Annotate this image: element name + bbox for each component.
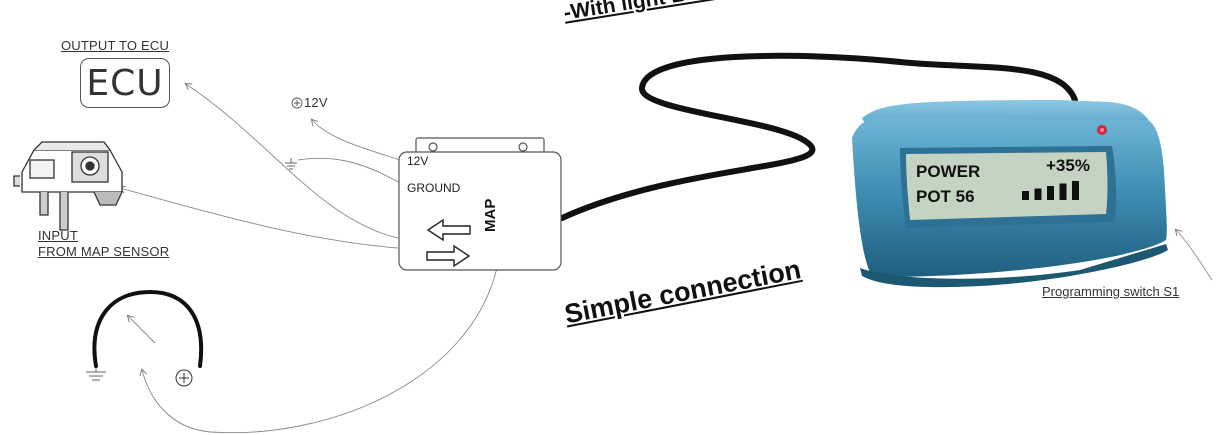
wire-prog-switch (1176, 230, 1213, 281)
lcd-device-foot (860, 244, 1168, 288)
module-label-map: MAP (482, 198, 499, 232)
module-body (398, 151, 562, 271)
arrow-left-icon (426, 218, 471, 242)
wire-map-sensor (120, 188, 399, 249)
lcd-cable (559, 52, 1078, 221)
wire-12v (312, 120, 401, 161)
ground-symbol-top (285, 158, 297, 170)
lcd-row1-right: +35% (1046, 156, 1090, 175)
interface-module (398, 137, 562, 271)
map-sensor-caption: INPUT FROM MAP SENSOR (38, 228, 169, 260)
lcd-row2-left: POT 56 (916, 187, 975, 206)
programming-switch-caption: Programming switch S1 (1042, 284, 1180, 299)
lcd-screen (906, 152, 1108, 220)
module-label-12v: 12V (407, 154, 429, 168)
map-sensor-caption-line2: FROM MAP SENSOR (38, 244, 170, 259)
ecu-output-caption: OUTPUT TO ECU (61, 38, 170, 53)
ground-symbol-pot (86, 366, 106, 381)
wire-ground (297, 157, 401, 184)
lcd-bar-1 (1022, 191, 1029, 200)
ecu-box-label: ECU (86, 62, 164, 104)
module-label-ground: GROUND (407, 181, 461, 195)
lcd-bar-5 (1072, 181, 1079, 200)
map-sensor-drawing (13, 141, 123, 231)
power-12v-label: 12V (304, 95, 328, 110)
lcd-bar-graph (1022, 181, 1079, 200)
map-sensor-caption-line1: INPUT (38, 228, 78, 243)
potentiometer-arc (92, 289, 204, 368)
lcd-bar-2 (1034, 188, 1042, 200)
wire-pot-loop (142, 267, 498, 434)
lcd-device (852, 100, 1168, 288)
lcd-bar-4 (1059, 183, 1067, 200)
lcd-row1-left: POWER (916, 162, 981, 181)
pot-wiper-arrow (128, 316, 156, 344)
lcd-bar-3 (1047, 186, 1054, 200)
arrow-right-icon (426, 244, 471, 268)
ecu-box: ECU (80, 58, 170, 108)
wire-ecu (186, 84, 399, 239)
